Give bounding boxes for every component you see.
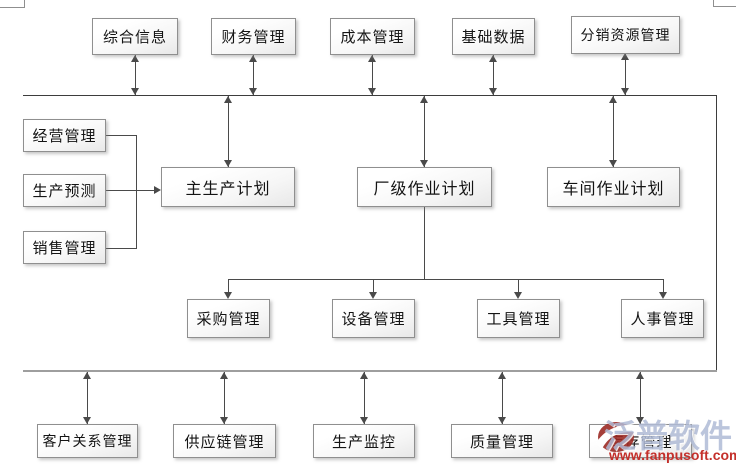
watermark-brand-text: 泛普软件 bbox=[604, 418, 733, 454]
watermark-url-text: www.fanpusoft.com bbox=[609, 447, 736, 463]
arrowhead-down bbox=[369, 292, 377, 299]
connector-forecast-to-master-plan bbox=[106, 190, 155, 191]
connector-master-plan bbox=[228, 96, 229, 167]
arrowhead-down bbox=[360, 417, 368, 424]
arrowhead-up bbox=[224, 96, 232, 103]
arrowhead-down bbox=[220, 417, 228, 424]
connector-distribution bbox=[625, 53, 626, 95]
drop-equipment bbox=[373, 279, 374, 293]
arrowhead-down bbox=[83, 417, 91, 424]
node-quality-mgmt: 质量管理 bbox=[451, 424, 553, 458]
arrowhead-up bbox=[636, 372, 644, 379]
connector-left-trio-vertical bbox=[136, 135, 137, 249]
arrowhead-up bbox=[220, 372, 228, 379]
node-procurement-mgmt: 采购管理 bbox=[187, 299, 270, 338]
connector-sales-stub bbox=[106, 248, 137, 249]
arrowhead-down bbox=[224, 160, 232, 167]
arrowhead-down bbox=[621, 88, 629, 95]
node-distribution-resource-mgmt: 分销资源管理 bbox=[571, 16, 680, 54]
fanpu-logo-icon bbox=[596, 422, 642, 452]
connector-cost bbox=[372, 55, 373, 95]
connector-monitoring bbox=[364, 372, 365, 424]
arrowhead-down bbox=[420, 160, 428, 167]
connector-comprehensive-info bbox=[135, 55, 136, 95]
drop-tool bbox=[518, 279, 519, 293]
frame-right-line bbox=[716, 95, 717, 372]
corner-box-fragment-top-left bbox=[0, 0, 25, 8]
node-basic-data: 基础数据 bbox=[452, 18, 535, 55]
arrowhead-up bbox=[131, 55, 139, 62]
arrowhead-right bbox=[154, 186, 161, 194]
node-equipment-mgmt: 设备管理 bbox=[332, 299, 415, 338]
arrowhead-down bbox=[498, 417, 506, 424]
arrowhead-down bbox=[489, 88, 497, 95]
arrowhead-down bbox=[514, 292, 522, 299]
connector-crm bbox=[87, 372, 88, 424]
arrowhead-up bbox=[621, 53, 629, 60]
arrowhead-up bbox=[360, 372, 368, 379]
connector-finance bbox=[253, 55, 254, 95]
node-finance-mgmt: 财务管理 bbox=[211, 18, 296, 55]
node-customer-relationship-mgmt: 客户关系管理 bbox=[37, 424, 138, 458]
arrowhead-up bbox=[368, 55, 376, 62]
arrowhead-down bbox=[659, 292, 667, 299]
connector-inventory bbox=[640, 372, 641, 424]
connector-workshop-plan bbox=[613, 96, 614, 167]
corner-box-fragment-top-right bbox=[713, 0, 736, 7]
arrowhead-up bbox=[609, 96, 617, 103]
arrowhead-up bbox=[249, 55, 257, 62]
node-sales-mgmt: 销售管理 bbox=[23, 231, 106, 264]
connector-scm bbox=[224, 372, 225, 424]
connector-factory-plan bbox=[424, 96, 425, 167]
node-comprehensive-info: 综合信息 bbox=[92, 18, 178, 55]
arrowhead-down bbox=[131, 88, 139, 95]
drop-procurement bbox=[228, 279, 229, 293]
node-cost-mgmt: 成本管理 bbox=[330, 18, 415, 55]
node-tool-mgmt: 工具管理 bbox=[477, 299, 560, 338]
node-production-monitoring: 生产监控 bbox=[313, 424, 415, 458]
arrowhead-up bbox=[489, 55, 497, 62]
node-workshop-operation-plan: 车间作业计划 bbox=[547, 167, 680, 207]
node-factory-operation-plan: 厂级作业计划 bbox=[357, 167, 492, 207]
node-hr-mgmt: 人事管理 bbox=[621, 299, 704, 338]
connector-business-stub bbox=[106, 135, 137, 136]
node-production-forecast: 生产预测 bbox=[23, 174, 106, 207]
arrowhead-down bbox=[249, 88, 257, 95]
arrowhead-up bbox=[420, 96, 428, 103]
arrowhead-down bbox=[636, 417, 644, 424]
arrowhead-down bbox=[609, 160, 617, 167]
arrowhead-down bbox=[368, 88, 376, 95]
bus-line-top bbox=[23, 95, 716, 96]
bus-line-bottom bbox=[23, 370, 717, 372]
node-master-production-plan: 主生产计划 bbox=[161, 167, 295, 207]
arrowhead-down bbox=[224, 292, 232, 299]
branch-line bbox=[228, 279, 664, 280]
node-business-mgmt: 经营管理 bbox=[23, 119, 106, 152]
arrowhead-up bbox=[498, 372, 506, 379]
arrowhead-up bbox=[83, 372, 91, 379]
connector-factory-plan-feed bbox=[424, 207, 425, 279]
connector-quality bbox=[502, 372, 503, 424]
node-supply-chain-mgmt: 供应链管理 bbox=[173, 424, 276, 458]
connector-basic-data bbox=[493, 55, 494, 95]
drop-hr bbox=[663, 279, 664, 293]
